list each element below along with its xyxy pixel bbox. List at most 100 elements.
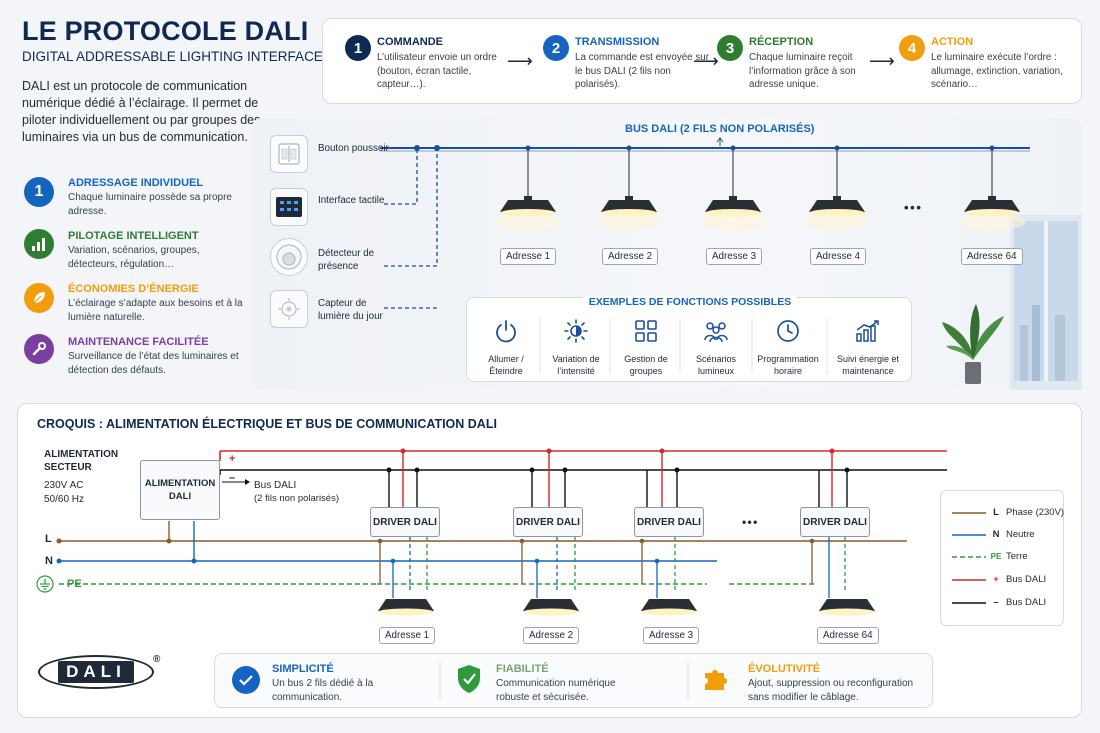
legend-box: [940, 490, 1064, 626]
feature-title: MAINTENANCE FACILITÉE: [68, 336, 209, 348]
feature-desc: L’éclairage s’adapte aux besoins et à la…: [68, 298, 243, 323]
wrench-icon: [24, 334, 54, 364]
step-title: TRANSMISSION: [575, 36, 660, 48]
advantage-title: ÉVOLUTIVITÉ: [748, 663, 821, 675]
dali-driver: DRIVER DALI: [634, 507, 704, 537]
push-button-icon: [270, 135, 308, 173]
advantages-dividers: [439, 661, 689, 700]
mains-frequency: 50/60 Hz: [44, 494, 85, 505]
clock-icon: [777, 320, 799, 342]
shield-icon: [456, 664, 482, 699]
bus-plus-sign: +: [229, 453, 236, 465]
signal-bars-icon: [24, 229, 54, 259]
mains-title: ALIMENTATION SECTEUR: [44, 449, 119, 473]
function-monitoring: Suivi énergie et maintenance: [829, 318, 907, 377]
bus-dali-sub: (2 fils non polarisés): [254, 493, 340, 504]
check-icon: [232, 666, 260, 694]
step-number: 2: [543, 35, 569, 61]
dali-driver: DRIVER DALI: [800, 507, 870, 537]
step-desc: L’utilisateur envoie un ordre (bouton, é…: [377, 52, 497, 90]
bus-wiring: [380, 137, 1030, 309]
function-groups: Gestion de groupes: [611, 318, 681, 377]
bus-label: BUS DALI (2 FILS NON POLARISÉS): [625, 123, 815, 135]
line-N-label: N: [45, 555, 53, 567]
daylight-sensor-icon: [270, 290, 308, 328]
device-label: Capteur de lumière du jour: [318, 298, 383, 322]
functions-title: EXEMPLES DE FONCTIONS POSSIBLES: [582, 296, 798, 308]
registered-mark: ®: [153, 654, 161, 665]
touch-panel-icon: [270, 188, 308, 226]
ellipsis: • • •: [742, 515, 757, 529]
driver-address: Adresse 2: [523, 627, 580, 644]
dali-power-supply: ALIMENTATION DALI: [140, 460, 220, 520]
arrow-right-icon: ⟶: [507, 51, 533, 71]
mains-voltage: 230V AC: [44, 480, 84, 491]
dali-driver: DRIVER DALI: [370, 507, 440, 537]
ellipsis: • • •: [904, 200, 921, 215]
arrow-right-icon: ⟶: [869, 51, 895, 71]
step-number: 3: [717, 35, 743, 61]
legend-item: –Bus DALI: [952, 597, 1047, 608]
arrow-right-icon: ⟶: [693, 51, 719, 71]
advantage-title: SIMPLICITÉ: [272, 663, 334, 675]
lamp-address: Adresse 2: [602, 248, 659, 265]
driver-address: Adresse 64: [817, 627, 879, 644]
feature-title: ADRESSAGE INDIVIDUEL: [68, 177, 204, 189]
step-desc: Le luminaire exécute l’ordre : allumage,…: [931, 52, 1063, 90]
feature-desc: Variation, scénarios, groupes, détecteur…: [68, 245, 200, 270]
page-subtitle: DIGITAL ADDRESSABLE LIGHTING INTERFACE: [22, 49, 323, 64]
device-label: Bouton poussoir: [318, 143, 389, 154]
feature-desc: Surveillance de l’état des luminaires et…: [68, 351, 239, 376]
driver-address: Adresse 3: [643, 627, 700, 644]
leaf-icon: [24, 283, 54, 313]
intro-text: DALI est un protocole de communication n…: [22, 79, 261, 144]
function-label: Gestion de groupes: [624, 354, 668, 376]
function-label: Programmation horaire: [757, 354, 819, 376]
grid-icon: [635, 320, 657, 342]
power-icon: [496, 320, 516, 343]
step-title: ACTION: [931, 36, 974, 48]
function-label: Variation de l’intensité: [552, 354, 600, 376]
bus-dali-label: Bus DALI: [254, 480, 297, 491]
bus-minus-sign: –: [229, 472, 236, 484]
step-title: RÉCEPTION: [749, 36, 814, 48]
legend-item: +Bus DALI: [952, 574, 1047, 585]
advantage-desc: Ajout, suppression ou reconfiguration sa…: [748, 678, 914, 703]
device-label: Détecteur de présence: [318, 248, 375, 272]
function-label: Scénarios lumineux: [695, 354, 737, 376]
wiring-diagram: [36, 448, 947, 616]
dali-driver: DRIVER DALI: [513, 507, 583, 537]
brightness-icon: [564, 319, 588, 343]
chart-icon: [856, 320, 879, 342]
functions-panel: EXEMPLES DE FONCTIONS POSSIBLES Allumer …: [466, 296, 912, 382]
step-number: 4: [899, 35, 925, 61]
puzzle-icon: [702, 664, 730, 697]
line-L-label: L: [45, 533, 52, 545]
presence-detector-icon: [270, 238, 308, 276]
line-PE-label: PE: [67, 578, 82, 590]
steps-panel: 1 COMMANDE L’utilisateur envoie un ordre…: [322, 18, 1082, 104]
feature-title: PILOTAGE INTELLIGENT: [68, 230, 199, 242]
device-label: Interface tactile: [318, 195, 385, 206]
step-desc: La commande est envoyée sur le bus DALI …: [575, 52, 709, 90]
page-title: LE PROTOCOLE DALI: [22, 16, 309, 46]
advantage-title: FIABILITÉ: [496, 663, 549, 675]
functions-dividers: [539, 318, 828, 374]
lamp-address: Adresse 4: [810, 248, 867, 265]
sketch-title: CROQUIS : ALIMENTATION ÉLECTRIQUE ET BUS…: [37, 417, 497, 431]
step-number: 1: [345, 35, 371, 61]
advantages-panel: [214, 653, 933, 708]
advantage-desc: Un bus 2 fils dédié à la communication.: [272, 678, 374, 703]
function-label: Allumer / Éteindre: [488, 354, 524, 376]
advantage-desc: Communication numérique robuste et sécur…: [496, 678, 616, 703]
pendant-lamps: [494, 196, 1026, 230]
step-desc: Chaque luminaire reçoit l’information gr…: [749, 52, 856, 90]
driver-address: Adresse 1: [379, 627, 436, 644]
function-power: Allumer / Éteindre: [471, 318, 541, 377]
function-scenes: Scénarios lumineux: [681, 318, 751, 377]
lamp-address: Adresse 1: [500, 248, 557, 265]
step-title: COMMANDE: [377, 36, 443, 48]
